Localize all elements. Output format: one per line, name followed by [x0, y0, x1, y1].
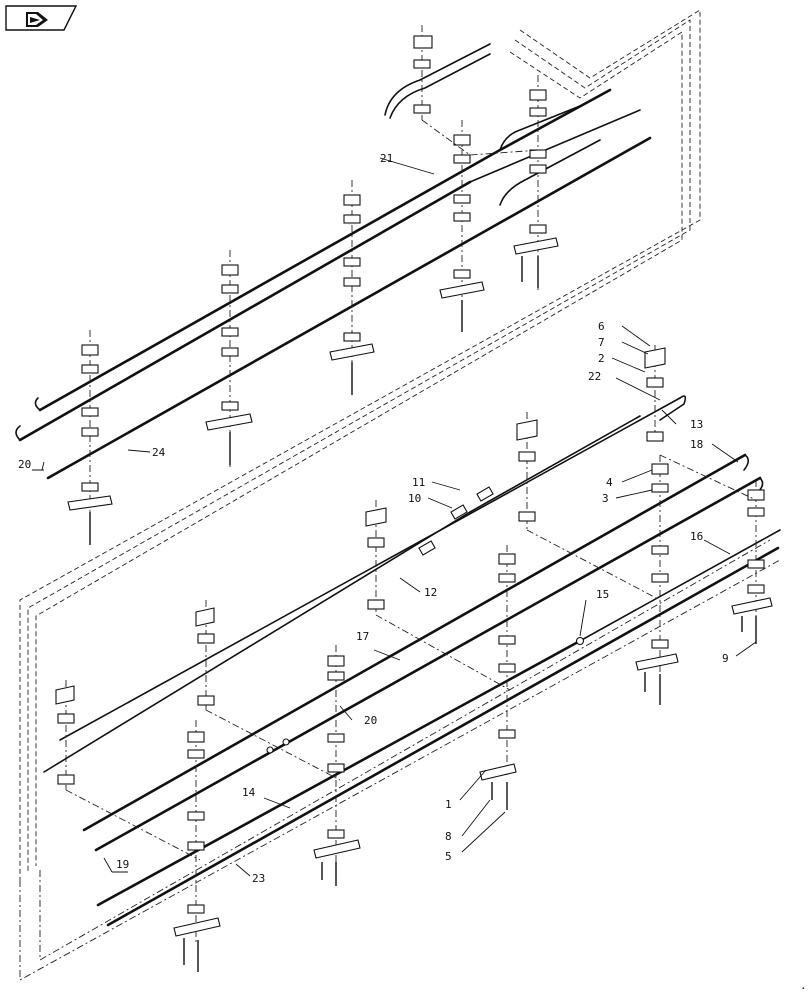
callout-13: 13	[690, 418, 703, 431]
callout-20-lower: 20	[364, 714, 377, 727]
bent-tube-b	[389, 53, 491, 119]
page-back-arrow-icon[interactable]	[5, 5, 78, 31]
coupler-10	[450, 504, 468, 520]
callout-21: 21	[380, 152, 393, 165]
upper-rod-group	[15, 43, 652, 480]
upper-frame-outline	[19, 9, 701, 880]
rod-21	[38, 148, 502, 412]
callout-9: 9	[722, 652, 729, 665]
coupler-15	[575, 636, 585, 646]
rod-22	[59, 397, 681, 741]
callout-23: 23	[252, 872, 265, 885]
callout-17: 17	[356, 630, 369, 643]
callout-16: 16	[690, 530, 703, 543]
callout-8: 8	[445, 830, 452, 843]
callout-5: 5	[445, 850, 452, 863]
rod-24	[46, 136, 652, 480]
callout-labels: 1 2 3 4 5 6 7 8 9 10 11 12 13 14 15 16 1…	[18, 152, 729, 885]
callout-15: 15	[596, 588, 609, 601]
callout-4: 4	[606, 476, 613, 489]
rod-19	[94, 476, 762, 852]
rod-20-upper	[18, 180, 472, 442]
page-corner-mark: ·	[800, 982, 807, 995]
callout-18: 18	[690, 438, 703, 451]
rod-12	[43, 511, 471, 773]
rod-18	[82, 453, 747, 832]
coupler-12	[418, 540, 436, 556]
callout-2: 2	[598, 352, 605, 365]
callout-7: 7	[598, 336, 605, 349]
lower-frame-outline	[19, 539, 781, 981]
bent-tube-a	[384, 43, 491, 116]
callout-1: 1	[445, 798, 452, 811]
callout-6: 6	[598, 320, 605, 333]
callout-10: 10	[408, 492, 421, 505]
rod-14	[96, 640, 580, 907]
callout-22: 22	[588, 370, 601, 383]
upper-clamp-stacks	[67, 25, 559, 545]
lower-clamp-stacks	[55, 345, 773, 972]
callout-20-upper: 20	[18, 458, 31, 471]
callout-19: 19	[116, 858, 129, 871]
callout-11: 11	[412, 476, 425, 489]
coupler-11	[476, 486, 494, 502]
leader-lines	[32, 157, 757, 877]
callout-24: 24	[152, 446, 166, 459]
callout-14: 14	[242, 786, 256, 799]
callout-3: 3	[602, 492, 609, 505]
rod-23	[106, 546, 780, 927]
lower-rod-group	[43, 395, 781, 927]
callout-12: 12	[424, 586, 437, 599]
